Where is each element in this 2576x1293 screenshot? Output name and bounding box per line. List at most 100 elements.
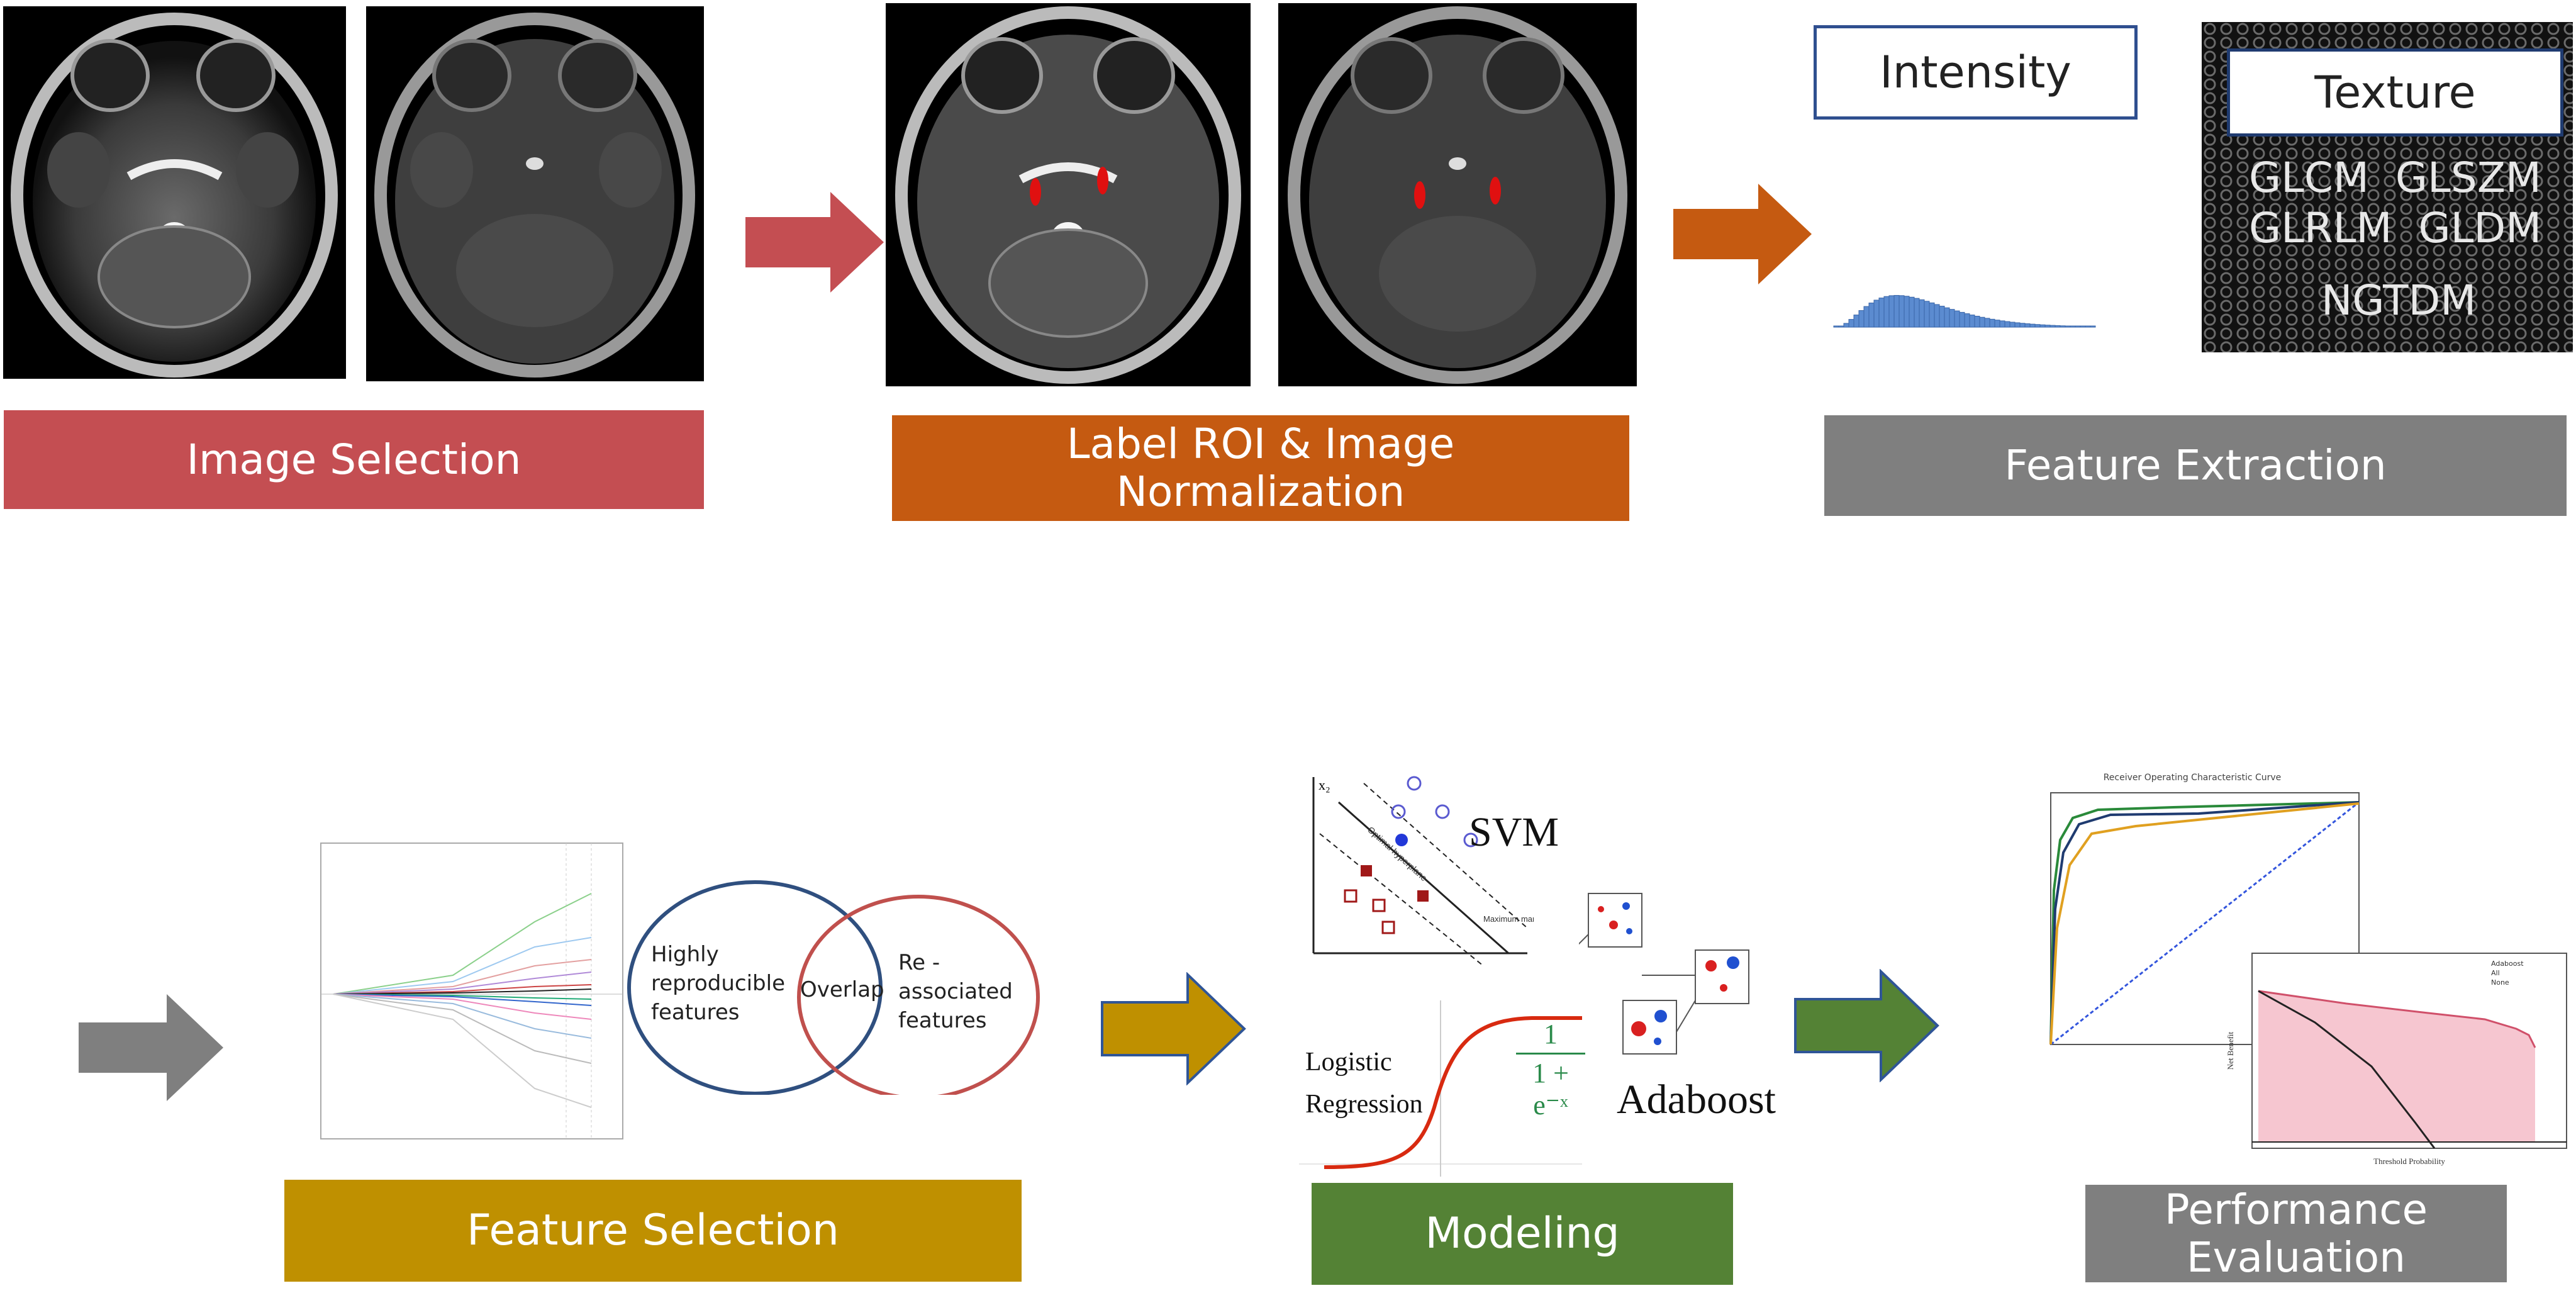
intensity-histogram: [1833, 294, 2096, 328]
histogram-bar: [1984, 318, 1990, 328]
histogram-bar: [1959, 311, 1965, 328]
histogram-bar: [2080, 325, 2086, 328]
histogram-bar: [2044, 325, 2051, 328]
histogram-bar: [2019, 323, 2026, 328]
histogram-bar: [1843, 323, 1849, 328]
histogram-bar: [1929, 302, 1935, 328]
dca-ylabel: Net Benefit: [2226, 1031, 2235, 1070]
histogram-bar: [1853, 315, 1860, 328]
venn-circle-left: [627, 880, 883, 1095]
svm-label: SVM: [1469, 809, 1559, 855]
svm-plot: x₂ Optimal hyperplane Maximum margin: [1312, 776, 1534, 966]
histogram-bar: [2014, 322, 2021, 328]
arrow-right-icon: [79, 994, 223, 1101]
arrow-right-icon: [1673, 184, 1812, 284]
histogram-bar: [1858, 310, 1865, 328]
histogram-bar: [1954, 310, 1960, 328]
mri-image-t1: [366, 6, 704, 381]
histogram-bar: [1878, 298, 1885, 328]
svm-axis-label: x₂: [1319, 777, 1330, 793]
histogram-bar: [2049, 325, 2056, 328]
histogram-bar: [2070, 325, 2076, 328]
histogram-bar: [1994, 320, 2000, 328]
histogram-bar: [1848, 319, 1854, 328]
histogram-bar: [1989, 318, 1995, 328]
mri-image-t2-roi: [886, 3, 1251, 386]
histogram-bar: [1868, 303, 1875, 328]
step-feature-extraction: Feature Extraction: [1824, 415, 2567, 516]
step-modeling-label: Modeling: [1425, 1208, 1620, 1258]
histogram-bar: [1833, 325, 1839, 328]
texture-title: Texture: [2227, 48, 2563, 137]
histogram-bar: [2090, 325, 2096, 328]
histogram-bar: [1883, 296, 1890, 328]
mri-image-t1-roi: [1278, 3, 1637, 386]
step-feature-selection-label: Feature Selection: [467, 1205, 839, 1255]
arrow-right-icon: [745, 192, 884, 293]
histogram-bar: [1838, 325, 1844, 328]
histogram-bar: [2060, 325, 2066, 328]
histogram-bar: [2024, 323, 2031, 328]
logistic-curve: [1299, 1000, 1582, 1177]
texture-line-2: GLRLM GLDM: [2249, 204, 2542, 252]
histogram-bar: [1939, 306, 1945, 328]
adaboost-label: Adaboost: [1617, 1077, 1776, 1122]
histogram-bar: [1893, 294, 1900, 328]
histogram-bar: [2065, 325, 2071, 328]
step-modeling: Modeling: [1312, 1183, 1733, 1285]
histogram-bar: [1899, 295, 1905, 328]
histogram-bar: [2075, 325, 2081, 328]
dca-xlabel: Threshold Probability: [2373, 1156, 2445, 1166]
histogram-bar: [2034, 324, 2041, 328]
histogram-bar: [2085, 325, 2091, 328]
roc-title: Receiver Operating Characteristic Curve: [2104, 773, 2282, 783]
svm-margin-label: Maximum margin: [1483, 914, 1534, 924]
histogram-bar: [1964, 313, 1970, 328]
histogram-bar: [2055, 325, 2061, 328]
intensity-title: Intensity: [1814, 25, 2138, 120]
step-feature-selection: Feature Selection: [284, 1180, 1022, 1282]
venn-overlap-label: Overlap: [800, 977, 884, 1002]
histogram-bar: [1909, 296, 1915, 328]
logistic-label: Logistic Regression: [1305, 1048, 1423, 1119]
histogram-bar: [1914, 298, 1920, 328]
histogram-bar: [1974, 315, 1980, 328]
venn-right-label: Re -associated features: [898, 950, 1013, 1033]
histogram-bar: [1863, 306, 1870, 328]
histogram-bar: [2009, 322, 2016, 328]
histogram-bar: [1979, 316, 1985, 328]
dca-legend-item: All: [2491, 969, 2500, 977]
histogram-bar: [1904, 296, 1910, 328]
step-image-selection-label: Image Selection: [186, 435, 521, 484]
histogram-bar: [1919, 299, 1925, 328]
sigmoid-formula: 1 1 + e⁻ˣ: [1516, 1018, 1585, 1121]
histogram-bar: [2029, 323, 2036, 328]
histogram-bar: [2039, 324, 2046, 328]
step-label-roi: Label ROI & Image Normalization: [892, 415, 1629, 521]
venn-diagram: [627, 880, 1040, 1095]
histogram-bar: [1873, 299, 1880, 328]
histogram-bar: [1924, 301, 1930, 328]
step-label-roi-label: Label ROI & Image Normalization: [1066, 420, 1455, 516]
dca-legend-item: None: [2491, 978, 2509, 987]
lasso-coefficient-plot: [320, 842, 623, 1139]
texture-line-3: NGTDM: [2321, 276, 2477, 325]
step-performance-evaluation: Performance Evaluation: [2085, 1185, 2507, 1282]
step-image-selection: Image Selection: [4, 410, 704, 509]
arrow-right-icon: [1101, 972, 1246, 1085]
histogram-bar: [1888, 295, 1895, 328]
dca-legend-item: Adaboost: [2491, 960, 2524, 968]
histogram-bar: [1969, 315, 1975, 328]
venn-left-label: Highly reproducible features: [651, 942, 785, 1025]
histogram-bar: [1949, 309, 1955, 328]
mri-image-t2: [3, 6, 346, 379]
histogram-bar: [1944, 307, 1950, 328]
histogram-bar: [1999, 320, 2005, 328]
venn-circle-right: [797, 895, 1040, 1095]
texture-panel: Texture GLCM GLSZM GLRLM GLDM NGTDM: [2202, 22, 2573, 352]
texture-line-1: GLCM GLSZM: [2249, 154, 2541, 202]
arrow-right-icon: [1794, 969, 1939, 1082]
histogram-bar: [1934, 304, 1940, 328]
step-feature-extraction-label: Feature Extraction: [2004, 441, 2387, 490]
